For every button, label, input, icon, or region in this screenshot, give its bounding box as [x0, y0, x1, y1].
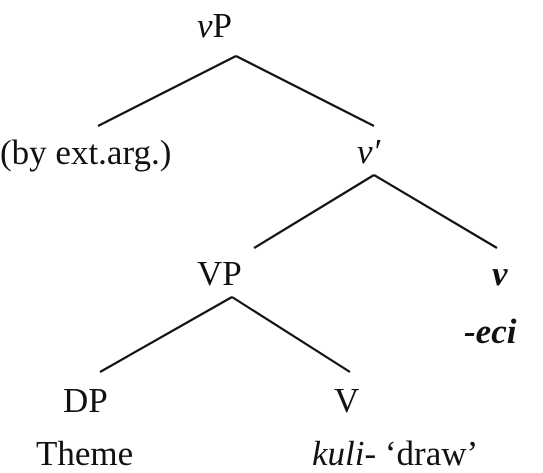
edge-vp-root-to-v-bar: [235, 55, 375, 127]
root-vp-label: vP: [197, 8, 232, 43]
root-v-letter: v: [197, 6, 213, 45]
edge-vp-root-to-ext-arg: [97, 55, 237, 127]
dp-role-label: Theme: [36, 434, 134, 473]
verb-gloss: ‘draw’: [384, 434, 479, 473]
v-head-label: v: [492, 254, 508, 293]
vp-label: VP: [197, 254, 242, 293]
verb-stem: kuli: [312, 434, 365, 473]
external-argument-label: (by ext.arg.): [0, 133, 172, 172]
root-p-letter: P: [212, 6, 233, 45]
edge-v-bar-to-vp: [253, 174, 375, 249]
edge-vp-to-dp: [99, 296, 233, 373]
v-head-morpheme: -eci: [464, 312, 517, 351]
edge-vp-to-verb: [231, 296, 351, 373]
verb-hyphen: -: [364, 434, 377, 473]
edge-v-bar-to-v-head: [373, 174, 498, 249]
v-bar-label: v′: [357, 132, 381, 171]
verb-label: V: [334, 381, 360, 420]
verb-gloss-label: kuli- ‘draw’: [312, 436, 478, 471]
dp-label: DP: [63, 381, 108, 420]
